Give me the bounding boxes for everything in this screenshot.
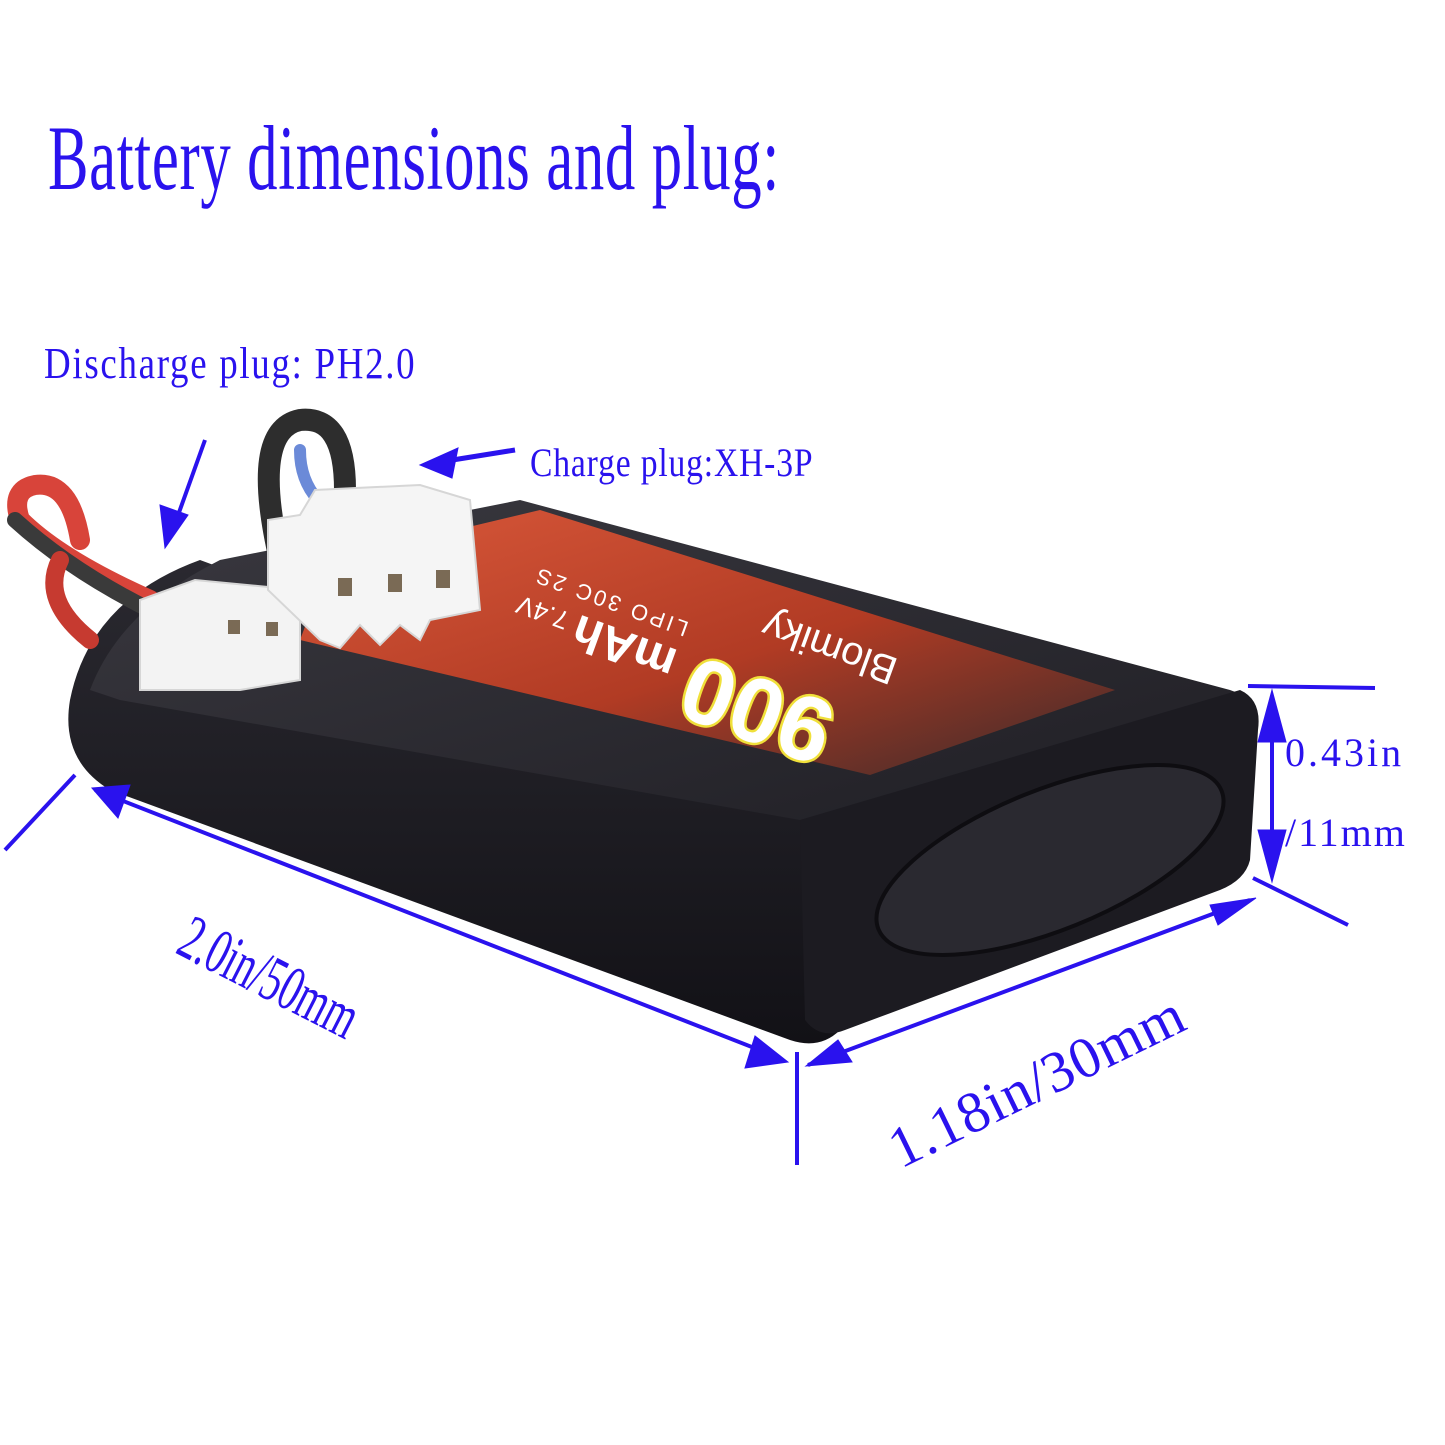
width-arrow-right: [1209, 897, 1257, 926]
xh3p-connector: [267, 483, 482, 650]
page-title: Battery dimensions and plug:: [48, 107, 780, 209]
annotation-lines: [3, 439, 1376, 1165]
width-line: [807, 898, 1251, 1067]
length-line: [94, 788, 781, 1060]
height-inches-label: 0.43in: [1285, 730, 1405, 775]
ph20-connector: [139, 578, 301, 691]
width-tick-right: [1252, 876, 1349, 927]
discharge-plug-label: Discharge plug: PH2.0: [44, 339, 417, 388]
length-arrow-right: [744, 1035, 790, 1069]
black-wire-loop: [257, 408, 356, 571]
height-tick-top: [1247, 684, 1376, 690]
height-arrow-top: [1257, 688, 1287, 743]
length-tick-left: [3, 773, 77, 852]
discharge-arrow-head: [159, 504, 189, 550]
red-wire-under: [45, 551, 99, 649]
battery-end-recess: [874, 763, 1226, 957]
charge-arrow-head: [418, 447, 459, 479]
battery-label: [300, 510, 1115, 775]
length-arrow-left: [90, 784, 131, 819]
charge-plug-label: Charge plug:XH-3P: [530, 440, 814, 485]
black-wire-discharge: [7, 512, 158, 618]
height-mm-label: /11mm: [1285, 810, 1407, 855]
width-arrow-left: [804, 1039, 853, 1067]
height-arrow-bottom: [1257, 829, 1287, 884]
